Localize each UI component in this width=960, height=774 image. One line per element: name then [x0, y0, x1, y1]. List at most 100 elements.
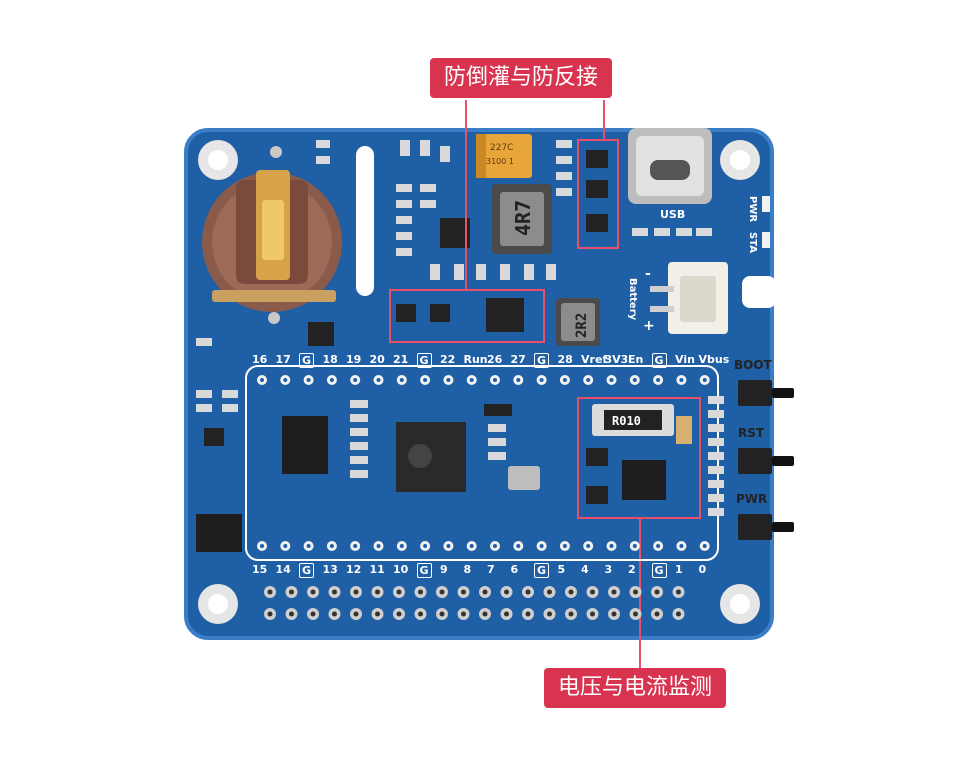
gpio-pin-center: [439, 611, 445, 617]
top-pin-label: G: [299, 353, 315, 368]
shunt-text: R010: [612, 414, 641, 428]
rst-button[interactable]: [738, 448, 772, 474]
header-hole-center: [399, 378, 404, 382]
gpio-pin-center: [504, 589, 509, 595]
pwr-button[interactable]: [738, 514, 772, 540]
gpio-pin-center: [353, 611, 359, 617]
header-hole-center: [632, 544, 637, 548]
inductor-2-text: 2R2: [574, 313, 590, 338]
top-pin-label: Vref: [581, 353, 608, 366]
battery-minus: -: [645, 266, 651, 282]
header-hole-center: [469, 544, 474, 548]
callout-voltage-current-monitoring: 电压与电流监测: [544, 668, 727, 708]
header-hole-center: [376, 544, 381, 548]
bottom-pin-label: 6: [510, 563, 519, 576]
gpio-pin-center: [332, 589, 337, 595]
top-pin-label: 16: [252, 353, 268, 366]
battery-connector: [650, 262, 728, 334]
top-pin-label: 18: [322, 353, 338, 366]
gpio-pin-center: [267, 589, 273, 595]
bottom-pin-label: G: [534, 563, 550, 578]
header-hole-center: [609, 378, 614, 382]
gpio-pin-center: [590, 611, 595, 617]
top-pin-label: Vbus: [698, 353, 730, 366]
inductor-1-text: 4R7: [511, 200, 535, 236]
capacitor-text-1: 227C: [490, 143, 513, 153]
bottom-pin-label: 2: [628, 563, 636, 576]
gpio-pin-center: [353, 589, 359, 595]
bottom-pin-label: 0: [698, 563, 707, 576]
bottom-pin-label: 7: [487, 563, 495, 576]
header-hole-center: [656, 544, 661, 548]
top-pin-label: En: [628, 353, 644, 366]
bottom-pin-label: 11: [369, 563, 385, 576]
gpio-pin-center: [482, 589, 488, 595]
gpio-pin-center: [547, 611, 552, 617]
gpio-pin-center: [654, 589, 660, 595]
battery-label: Battery: [627, 278, 638, 321]
header-hole-center: [260, 544, 264, 548]
gpio-pin-center: [396, 611, 402, 617]
shunt-resistor: [592, 404, 674, 436]
flash-chip: [282, 416, 328, 474]
header-hole-center: [679, 378, 684, 382]
header-hole-center: [469, 378, 474, 382]
monitor-mosfet-1: [586, 448, 608, 466]
header-hole-center: [562, 544, 567, 548]
ic-left-1: [196, 514, 242, 552]
boot-button-label: BOOT: [734, 358, 772, 372]
usb-c-connector: [628, 128, 712, 204]
bottom-pin-label: 10: [393, 563, 409, 576]
gpio-pin-center: [418, 611, 423, 617]
pwr-button-label: PWR: [736, 492, 768, 506]
monitor-cap: [676, 416, 692, 444]
header-hole-center: [609, 544, 614, 548]
header-hole-center: [656, 378, 661, 382]
usb-label: USB: [660, 208, 685, 221]
top-pin-label: 28: [557, 353, 573, 366]
header-hole-center: [376, 378, 381, 382]
rst-button-label: RST: [738, 426, 765, 440]
bottom-pin-label: 3: [604, 563, 613, 576]
gpio-pin-center: [611, 611, 617, 617]
gpio-pin-center: [461, 589, 466, 595]
gpio-pin-center: [375, 611, 380, 617]
gpio-pin-center: [332, 611, 337, 617]
highlight-box-backflow-right: [577, 139, 619, 249]
coin-cell-holder: [202, 146, 342, 324]
gpio-pin-center: [676, 611, 681, 617]
header-hole-center: [493, 378, 497, 382]
header-hole-center: [539, 378, 544, 382]
pwr-led: [762, 196, 770, 212]
highlight-box-monitoring: [577, 397, 701, 519]
header-hole-center: [446, 378, 451, 382]
bottom-pin-label: G: [651, 563, 667, 578]
header-hole-center: [679, 544, 684, 548]
boot-button[interactable]: [738, 380, 772, 406]
ic-small-1: [484, 404, 512, 416]
pico-outline: [245, 365, 719, 561]
header-hole-center: [586, 544, 591, 548]
top-pin-label: G: [651, 353, 667, 368]
header-hole-center: [399, 544, 404, 548]
gpio-pin-center: [375, 589, 380, 595]
gpio-pin-center: [525, 589, 531, 595]
smd-components-upper: [316, 140, 712, 280]
header-hole-center: [423, 544, 428, 548]
top-pin-label: 27: [510, 353, 526, 366]
gpio-pin-center: [633, 589, 638, 595]
bottom-pin-label: 8: [463, 563, 472, 576]
mosfets-backflow: [396, 150, 608, 332]
header-hole-center: [446, 544, 451, 548]
pico-header-top: [257, 375, 710, 385]
gpio-pin-center: [590, 589, 595, 595]
top-pin-label: 26: [487, 353, 503, 366]
gpio-pin-center: [654, 611, 660, 617]
header-hole-center: [306, 544, 311, 548]
capacitor-text-2: 3100 1: [486, 157, 514, 166]
gpio-pin-center: [611, 589, 617, 595]
header-hole-center: [702, 378, 707, 382]
